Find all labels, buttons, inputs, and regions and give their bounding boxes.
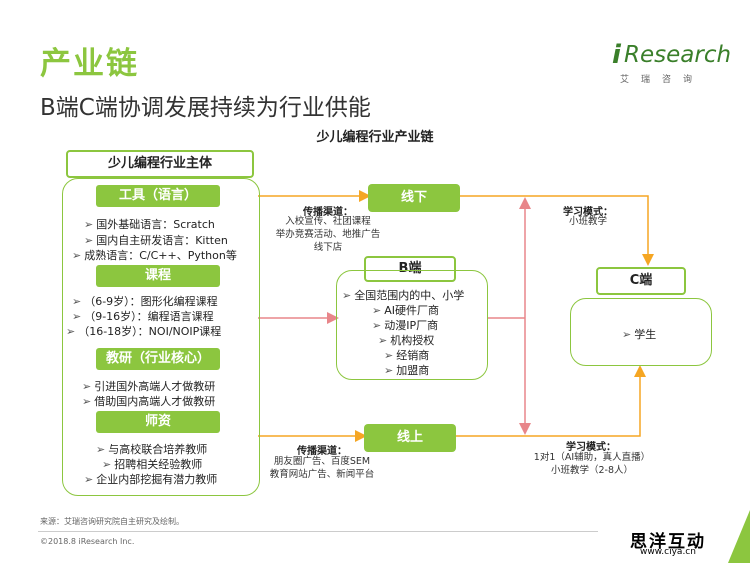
list-item: ➢（6-9岁）：图形化编程课程 [72,295,218,308]
online-mode-line: 1对1（AI辅助，真人直播） [533,452,651,463]
b-end-heading: B端 [364,256,456,282]
list-item: ➢加盟商 [384,364,430,377]
group-research-label: 教研（行业核心） [96,348,220,370]
list-item: ➢借助国内高端人才做教研 [82,395,216,408]
online-channel-line: 朋友圈广告、百度SEM [273,456,371,467]
online-mode-line: 小班教学（2-8人） [550,465,634,476]
corner-decoration [728,510,750,563]
iresearch-logo: i Research 艾瑞咨询 [612,40,731,88]
logo-i: i [612,40,621,70]
arrow-online-to-c [456,365,646,437]
page-subtitle: B端C端协调发展持续为行业供能 [40,95,371,121]
footer-divider [38,531,598,532]
diagram-title: 少儿编程行业产业链 [316,130,434,145]
offline-mode-line: 小班教学 [568,216,607,227]
list-item: ➢经销商 [384,349,430,362]
watermark-url: www.ciya.cn [640,547,696,557]
list-item: ➢动漫IP厂商 [372,319,439,332]
online-channel-line: 教育网站广告、新闻平台 [269,469,375,480]
offline-channel-line: 举办竞赛活动、地推广告 [275,229,381,240]
list-item: ➢与高校联合培养教师 [96,443,208,456]
offline-mode-caption: 学习模式： [563,207,613,218]
logo-word: Research [624,42,732,68]
online-node: 线上 [364,424,456,452]
list-item: ➢成熟语言：C/C++、Python等 [72,249,237,262]
online-channel-caption: 传播渠道： [297,446,347,457]
page-title: 产业链 [40,46,139,82]
list-item: ➢（16-18岁）：NOI/NOIP课程 [66,325,222,338]
list-item: ➢AI硬件厂商 [372,304,439,317]
list-item: ➢学生 [622,328,657,341]
copyright: ©2018.8 iResearch Inc. [40,537,135,546]
offline-node: 线下 [368,184,460,212]
list-item: ➢招聘相关经验教师 [102,458,203,471]
offline-channel-line: 线下店 [313,242,343,253]
list-item: ➢（9-16岁）：编程语言课程 [72,310,214,323]
list-item: ➢引进国外高端人才做教研 [82,380,216,393]
arrow-offline-to-c [460,195,654,266]
list-item: ➢企业内部挖掘有潜力教师 [84,473,218,486]
b-end-bracket [336,270,488,380]
c-end-bracket [570,298,712,366]
list-item: ➢机构授权 [378,334,435,347]
left-panel-bracket [62,178,260,496]
offline-channel-line: 入校宣传、社团课程 [285,216,371,227]
list-item: ➢国外基础语言：Scratch [84,218,215,231]
source-note: 来源：艾瑞咨询研究院自主研究及绘制。 [40,517,184,526]
list-item: ➢国内自主研发语言：Kitten [84,234,228,247]
list-item: ➢全国范围内的中、小学 [342,289,465,302]
offline-channel-caption: 传播渠道： [303,207,353,218]
logo-cn: 艾瑞咨询 [620,75,705,85]
online-mode-caption: 学习模式： [566,442,616,453]
group-tools-label: 工具（语言） [96,185,220,207]
group-courses-label: 课程 [96,265,220,287]
c-end-heading: C端 [596,267,686,295]
group-teachers-label: 师资 [96,411,220,433]
left-panel-heading: 少儿编程行业主体 [66,150,254,178]
watermark-cn: 思洋互动 [630,532,706,552]
